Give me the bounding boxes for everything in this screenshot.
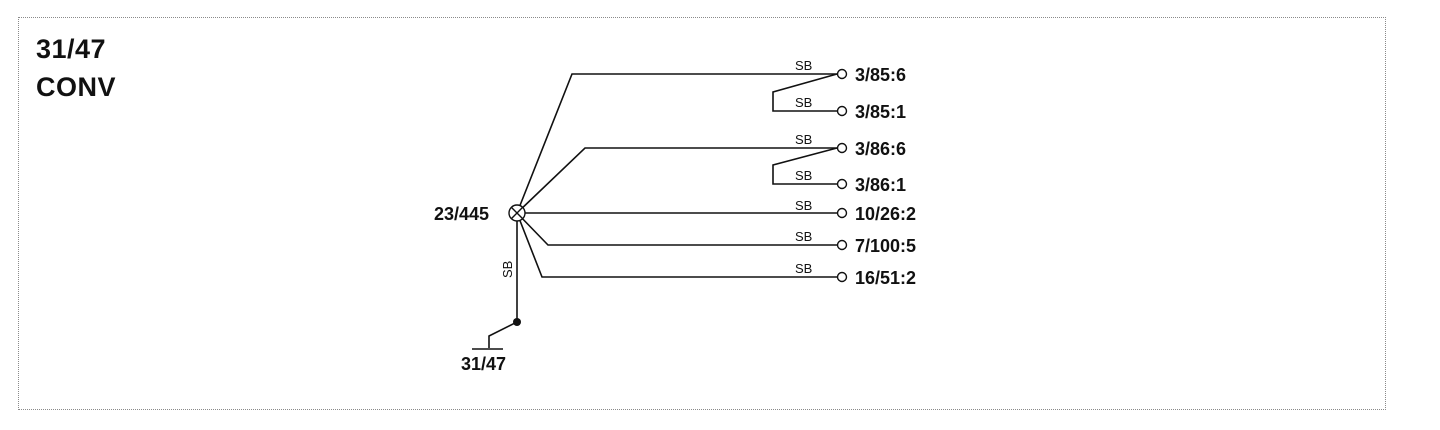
wire-color-label: SB — [795, 132, 812, 147]
wire-bridge-3-85 — [772, 73, 838, 112]
ground-switch-line — [488, 321, 518, 348]
wire-color-label: SB — [795, 58, 812, 73]
connector-label: 3/86:1 — [855, 175, 906, 195]
diagram-title-line1: 31/47 — [36, 34, 107, 64]
connector-pin-icon — [836, 207, 848, 219]
diagram-frame — [18, 17, 1386, 410]
connector-label: 3/86:6 — [855, 139, 906, 159]
connector-label: 16/51:2 — [855, 268, 916, 288]
ground-node-dot — [513, 318, 521, 326]
wire-color-label: SB — [795, 229, 812, 244]
connector-label: 10/26:2 — [855, 204, 916, 224]
wire-color-label: SB — [795, 168, 812, 183]
connector-pin-icon — [836, 142, 848, 154]
splice-label: 23/445 — [434, 204, 489, 224]
connector-pin-icon — [836, 68, 848, 80]
ground-wire-color-label: SB — [500, 261, 515, 278]
splice-icon — [508, 204, 526, 222]
connector-label: 7/100:5 — [855, 236, 916, 256]
wire-3-85-6 — [516, 73, 837, 214]
connector-label: 3/85:1 — [855, 102, 906, 122]
wire-color-label: SB — [795, 95, 812, 110]
diagram-title-line2: CONV — [36, 72, 117, 102]
connector-pin-icon — [836, 178, 848, 190]
wire-color-label: SB — [795, 198, 812, 213]
connector-label: 3/85:6 — [855, 65, 906, 85]
ground-label: 31/47 — [461, 354, 506, 374]
wire-16-51-2 — [516, 212, 837, 278]
wire-3-86-6 — [516, 147, 837, 214]
wire-bridge-3-86 — [772, 147, 838, 185]
connector-pin-icon — [836, 239, 848, 251]
wire-7-100-5 — [516, 212, 837, 246]
wire-color-label: SB — [795, 261, 812, 276]
connector-pin-icon — [836, 271, 848, 283]
connector-pin-icon — [836, 105, 848, 117]
